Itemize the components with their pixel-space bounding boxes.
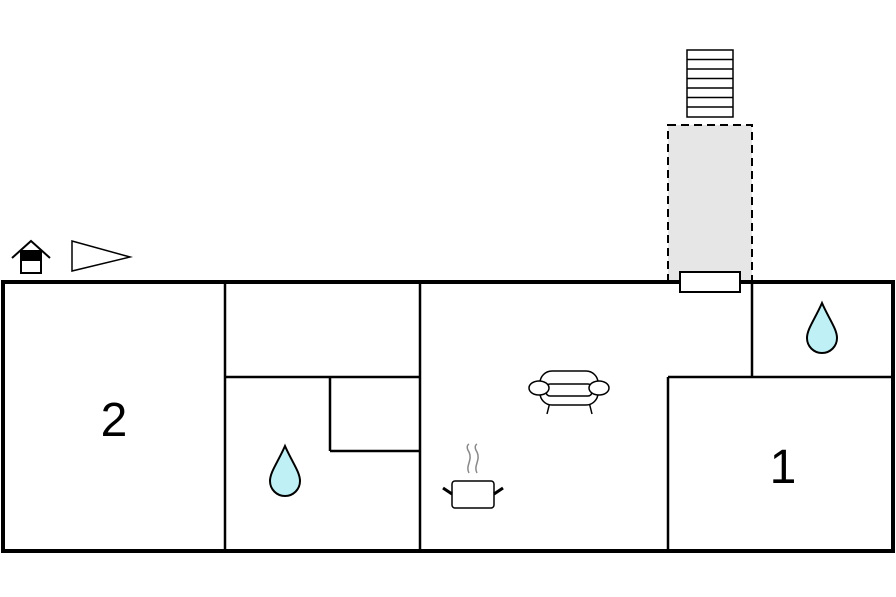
interior-walls: [223, 282, 893, 551]
direction-arrow-icon: [71, 240, 133, 272]
cooking-pot-icon: [442, 443, 504, 509]
room-number-1: 1: [770, 441, 797, 494]
water-drop-icon: [805, 300, 839, 354]
terrace: [667, 124, 753, 283]
entrance-door: [679, 271, 741, 293]
room-number-2: 2: [101, 394, 128, 447]
outer-wall: [1, 280, 895, 553]
water-drop-icon: [268, 443, 302, 497]
house-entrance-icon: [11, 239, 51, 274]
sofa-icon: [528, 370, 610, 415]
staircase-icon: [686, 49, 734, 118]
